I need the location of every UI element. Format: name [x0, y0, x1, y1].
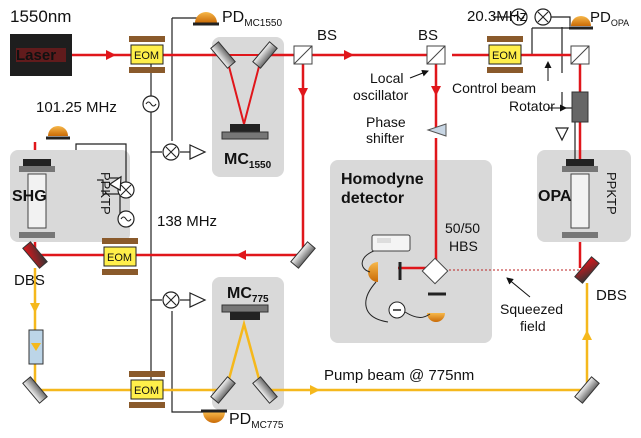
phase-shifter-label-1: Phase [366, 114, 406, 130]
opa-cavity [562, 159, 598, 238]
pd-shg-icon [48, 126, 68, 136]
fold-mirror-lower [290, 241, 316, 269]
pd-mc1550-icon [195, 12, 217, 23]
pd-opa-icon [571, 16, 591, 26]
svg-text:EOM: EOM [134, 50, 159, 62]
svg-text:EOM: EOM [107, 252, 132, 264]
svg-text:EOM: EOM [492, 50, 517, 62]
pump-beam-label: Pump beam @ 775nm [324, 367, 474, 384]
phase-shifter [426, 123, 447, 137]
shg-label: SHG [12, 188, 47, 205]
hbs-label-2: HBS [449, 238, 478, 254]
svg-text:EOM: EOM [134, 385, 159, 397]
mc1550-label: MC1550 [224, 151, 272, 171]
mc1550-curved-mirror [221, 124, 269, 140]
amplifier-shg-icon [108, 175, 122, 192]
amplifier-1550-icon [189, 144, 207, 160]
svg-text:Laser: Laser [16, 47, 56, 64]
eom-775: EOM [129, 371, 165, 408]
pd-mc775-icon [203, 412, 225, 423]
rf-glyphs [120, 11, 549, 306]
amplifier-775-icon [189, 292, 207, 308]
dbs-left [22, 241, 48, 269]
wavelength-label: 1550nm [10, 7, 71, 26]
green-beam-arrows [30, 303, 592, 395]
ppktp-shg-label: PPKTP [98, 172, 113, 215]
local-oscillator-label-2: oscillator [353, 87, 409, 103]
beam-splitter-1 [293, 45, 313, 65]
beam-splitter-2 [426, 45, 446, 65]
ppktp-opa-label: PPKTP [604, 172, 619, 215]
mc1550-mirror-left [210, 41, 236, 69]
eom-shg: EOM [102, 238, 138, 275]
mc1550-intracavity-beam [224, 54, 264, 128]
dbs-right [574, 256, 600, 284]
pd-opa-label: PDOPA [590, 9, 629, 28]
homodyne-box [330, 160, 492, 343]
green-beam-path [33, 268, 589, 392]
ir-beam-arrows [106, 50, 441, 260]
local-oscillator-label-1: Local [370, 70, 403, 86]
electronics-wires [75, 16, 576, 413]
rotator [571, 91, 589, 123]
control-beam-label: Control beam [452, 80, 536, 96]
fold-mirror-green-right [574, 376, 600, 404]
mc775-mirror-right [252, 376, 278, 404]
homodyne-internals [361, 234, 449, 323]
mc775-mirror-left [210, 376, 236, 404]
freq-138-label: 138 MHz [157, 213, 217, 230]
mc775-curved-mirror [221, 304, 269, 320]
mc775-label: MC775 [227, 285, 269, 305]
pd-mc775-label: PDMC775 [229, 411, 284, 431]
homodyne-title-1: Homodyne [341, 171, 424, 188]
freq-101-label: 101.25 MHz [36, 99, 117, 116]
bs1-label: BS [317, 27, 337, 44]
dbs-left-label: DBS [14, 272, 45, 289]
squeezed-label-1: Squeezed [500, 301, 563, 317]
phase-shifter-label-2: shifter [366, 130, 404, 146]
mc1550-mirror-right [252, 41, 278, 69]
rotator-label: Rotator [509, 98, 555, 114]
freq-20-label: 20.3MHz [467, 8, 527, 25]
dbs-right-label: DBS [596, 287, 627, 304]
squeezed-pointer [506, 277, 531, 298]
eom-1550: EOM [129, 36, 165, 73]
local-oscillator-pointer [409, 69, 429, 79]
homodyne-title-2: detector [341, 190, 404, 207]
laser: Laser [10, 34, 72, 76]
isolator [28, 329, 44, 365]
shg-cavity [19, 159, 55, 238]
amplifier-opa-icon [555, 127, 569, 142]
pd-mc1550-label: PDMC1550 [222, 9, 282, 29]
opa-label: OPA [538, 188, 572, 205]
beam-splitter-opa [570, 45, 590, 65]
eom-opa: EOM [487, 36, 523, 73]
bs2-label: BS [418, 27, 438, 44]
hbs-label-1: 50/50 [445, 220, 480, 236]
squeezed-label-2: field [520, 318, 546, 334]
fold-mirror-green-left [22, 376, 48, 404]
